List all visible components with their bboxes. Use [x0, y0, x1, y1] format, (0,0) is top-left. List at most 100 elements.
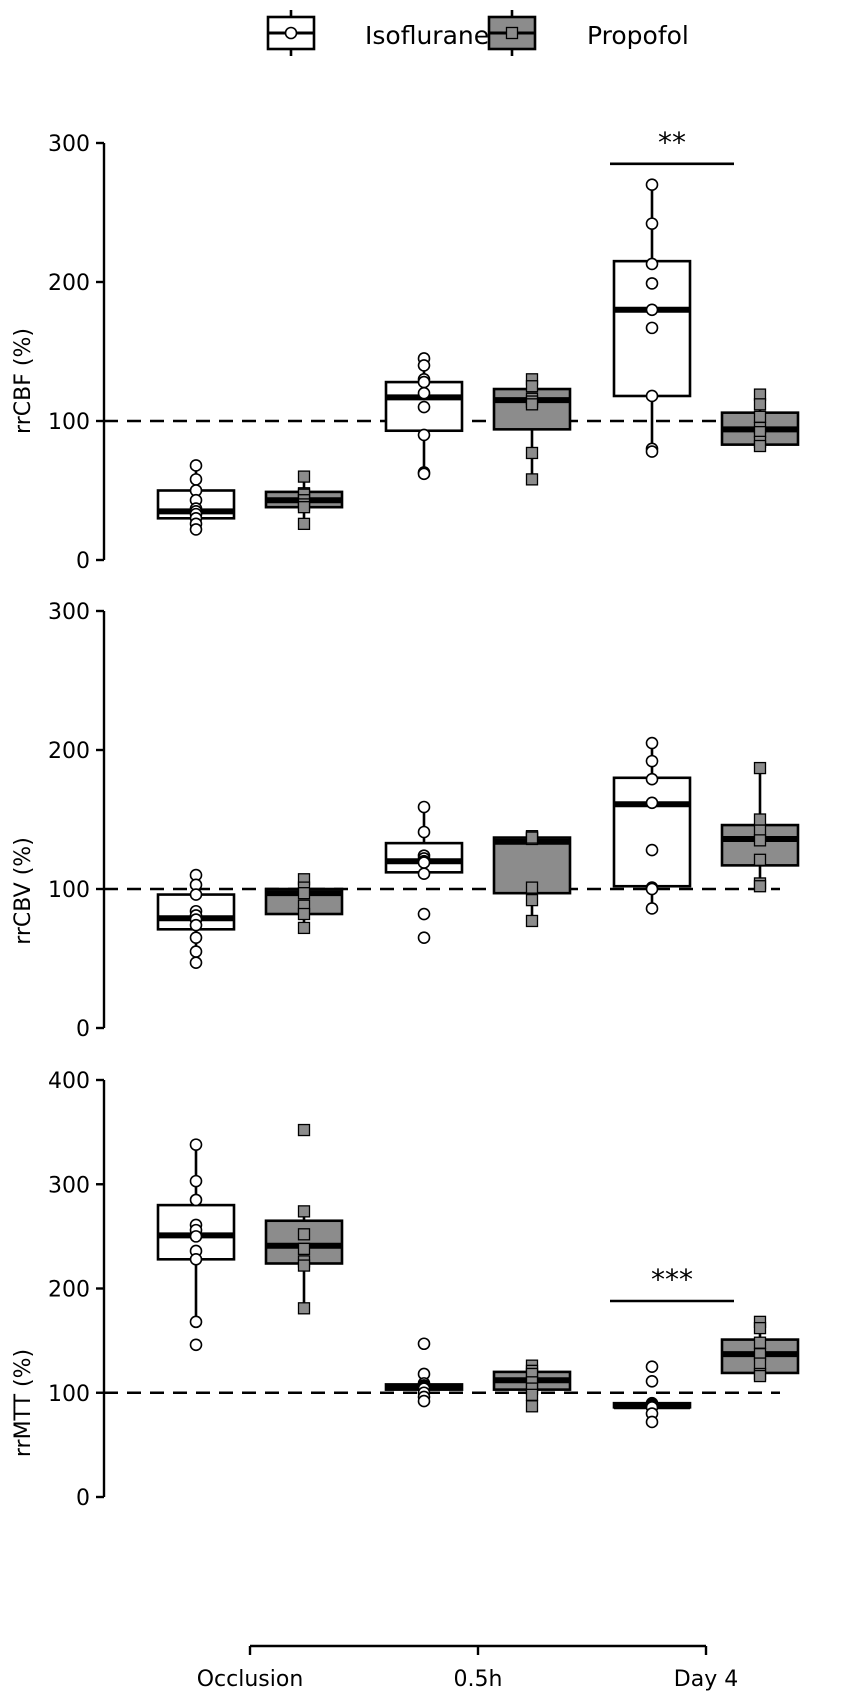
isoflurane-occlusion-point	[189, 956, 203, 969]
legend-item-propofol: Propofol	[487, 10, 689, 56]
isoflurane-day-4-point	[645, 445, 659, 458]
y-tick-label: 200	[48, 739, 90, 764]
legend: Isoflurane Propofol	[266, 10, 689, 56]
isoflurane-occlusion-point	[189, 1138, 203, 1151]
propofol-occlusion-point	[297, 921, 311, 935]
legend-key-marker	[284, 26, 298, 40]
propofol-occlusion-point	[297, 1259, 311, 1272]
isoflurane-0-5h-point	[417, 359, 431, 372]
propofol-0-5h-point	[525, 893, 539, 907]
y-tick-label: 100	[48, 878, 90, 903]
isoflurane-0-5h-point	[417, 856, 431, 869]
y-axis-title-rrcbf: rrCBF (%)	[11, 328, 36, 434]
y-tick-label: 0	[76, 1017, 90, 1042]
propofol-day-4-point	[753, 398, 767, 411]
isoflurane-occlusion-point	[189, 1230, 203, 1243]
x-tick-label-0-5h: 0.5h	[454, 1667, 503, 1692]
isoflurane-0-5h-point	[417, 1337, 431, 1351]
propofol-0-5h-point	[525, 380, 539, 393]
isoflurane-0-5h-point	[417, 1394, 431, 1408]
propofol-0-5h-point	[525, 398, 539, 411]
propofol-day-4-point	[753, 1321, 767, 1335]
isoflurane-day-4-point	[645, 754, 659, 768]
isoflurane-0-5h-point	[417, 400, 431, 414]
isoflurane-day-4-point	[645, 772, 659, 786]
isoflurane-occlusion-point	[189, 459, 203, 472]
isoflurane-day-4-point	[645, 217, 659, 230]
isoflurane-occlusion-point	[189, 1338, 203, 1352]
legend-label-isoflurane: Isoflurane	[365, 21, 489, 50]
isoflurane-0-5h-point	[417, 907, 431, 921]
propofol-day-4-point	[753, 834, 767, 847]
y-tick-label: 300	[48, 600, 90, 625]
isoflurane-day-4-point	[645, 1415, 659, 1429]
propofol-occlusion-point	[297, 907, 311, 921]
propofol-0-5h-point	[525, 473, 539, 486]
y-tick-label: 300	[48, 132, 90, 157]
isoflurane-occlusion-point	[189, 1193, 203, 1207]
isoflurane-occlusion-point	[189, 918, 203, 932]
y-tick-label: 200	[48, 1278, 90, 1303]
propofol-occlusion-point	[297, 1205, 311, 1218]
isoflurane-occlusion-point	[189, 473, 203, 486]
isoflurane-occlusion-point	[189, 1174, 203, 1188]
isoflurane-day-4-point	[645, 277, 659, 290]
propofol-day-4-point	[753, 813, 767, 826]
propofol-0-5h-point	[525, 914, 539, 928]
propofol-occlusion-point	[297, 517, 311, 531]
propofol-occlusion-point	[297, 1302, 311, 1315]
isoflurane-day-4-point	[645, 321, 659, 335]
y-tick-label: 100	[48, 1382, 90, 1407]
propofol-0-5h-point	[525, 446, 539, 460]
propofol-occlusion-point	[297, 470, 311, 483]
legend-item-isoflurane: Isoflurane	[266, 10, 489, 56]
propofol-occlusion-point	[297, 887, 311, 900]
isoflurane-0-5h-point	[417, 467, 431, 481]
isoflurane-occlusion-point	[189, 523, 203, 536]
x-axis: Occlusion 0.5h Day 4	[197, 1644, 738, 1692]
propofol-day-4-point	[753, 410, 767, 423]
propofol-day-4-point	[753, 439, 767, 453]
isoflurane-occlusion-point	[189, 945, 203, 958]
isoflurane-day-4-point	[645, 843, 659, 857]
isoflurane-day-4-point	[645, 736, 659, 750]
propofol-day-4-point	[753, 1357, 767, 1370]
isoflurane-0-5h-point	[417, 867, 431, 881]
isoflurane-occlusion-point	[189, 1253, 203, 1266]
isoflurane-occlusion-point	[189, 1315, 203, 1329]
propofol-occlusion-point	[297, 1228, 311, 1241]
y-tick-label: 200	[48, 271, 90, 296]
isoflurane-0-5h-point	[417, 386, 431, 400]
isoflurane-0-5h-point	[417, 375, 431, 389]
isoflurane-day-4-point	[645, 882, 659, 896]
isoflurane-day-4-point	[645, 178, 659, 191]
y-axis-title-rrmtt: rrMTT (%)	[11, 1349, 36, 1457]
legend-label-propofol: Propofol	[587, 21, 689, 50]
x-tick-label-day-4: Day 4	[674, 1667, 738, 1692]
y-tick-label: 0	[76, 549, 90, 574]
isoflurane-day-4-point	[645, 902, 659, 915]
isoflurane-day-4-box	[612, 776, 692, 888]
propofol-0-5h-point	[525, 1388, 539, 1401]
isoflurane-day-4-point	[645, 1360, 659, 1373]
isoflurane-0-5h-point	[417, 825, 431, 839]
isoflurane-day-4-point	[645, 257, 659, 271]
isoflurane-day-4-point	[645, 303, 659, 317]
y-tick-label: 300	[48, 1173, 90, 1198]
y-tick-label: 0	[76, 1486, 90, 1511]
propofol-day-4-point	[753, 1336, 767, 1349]
propofol-day-4-point	[753, 761, 767, 775]
propofol-day-4-point	[753, 880, 767, 893]
isoflurane-occlusion-point	[189, 888, 203, 901]
propofol-day-4-point	[753, 853, 767, 866]
isoflurane-occlusion-point	[189, 931, 203, 944]
propofol-occlusion-point	[297, 501, 311, 514]
isoflurane-day-4-point	[645, 796, 659, 810]
isoflurane-0-5h-point	[417, 428, 431, 442]
propofol-0-5h-point	[525, 831, 539, 844]
significance-label: **	[658, 126, 686, 159]
